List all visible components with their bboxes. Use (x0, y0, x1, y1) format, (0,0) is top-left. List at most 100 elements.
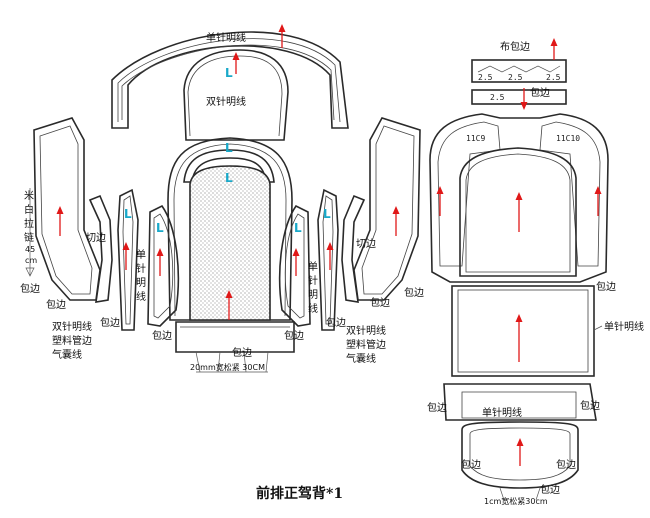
left-single-stitch-vertical: 单 针 明 线 (136, 249, 146, 303)
center-back-dotted-panel (189, 165, 271, 321)
center-back-bottom-strip (175, 321, 295, 373)
cloth-binding-label: 布包边 (500, 40, 530, 53)
center-back-grain-arrow (225, 290, 233, 320)
rear-upper-frame-piece (429, 113, 609, 283)
center-back-frame-piece (167, 137, 293, 321)
left-inner-l-mark: L (156, 221, 164, 235)
left-outer-edge-label: 包边 (20, 282, 40, 295)
rear-lower-stitch-label: 单针明线 (482, 406, 522, 419)
left-narrow-l-mark: L (124, 207, 132, 221)
right-narrow-l-mark: L (323, 207, 331, 221)
left-narrow-grain-arrow (122, 242, 130, 270)
right-narrow-grain-arrow (326, 242, 334, 270)
svg-text:米: 米 (24, 189, 34, 202)
svg-text:单: 单 (136, 249, 146, 261)
svg-text:针: 针 (308, 274, 318, 287)
strip-dimension-d: 2.5 (490, 93, 505, 102)
rear-middle-panel (451, 285, 595, 377)
diagram-title: 前排正驾背*1 (256, 485, 343, 502)
right-middle-cut-label: 切边 (356, 238, 376, 250)
svg-text:气囊线: 气囊线 (52, 348, 82, 361)
strip-dimension-a: 2.5 (478, 73, 493, 82)
rear-bottom-edge-label-bottom: 包边 (540, 483, 560, 496)
rear-lower-edge-label-right: 包边 (580, 399, 600, 412)
svg-text:白: 白 (24, 203, 34, 216)
center-back-l-mark: L (225, 171, 233, 185)
right-outer-side-piece (353, 117, 421, 301)
strip-edge-label: 包边 (530, 86, 550, 99)
rear-upper-center-panel (459, 147, 577, 277)
right-outer-grain-arrow (392, 206, 400, 236)
center-back-elastic-note: 20mm宽松紧 30CM (190, 362, 265, 372)
strip-dimension-c: 2.5 (546, 73, 561, 82)
left-inner-side-piece (147, 204, 180, 327)
right-outer-edge-label: 包边 (404, 286, 424, 299)
left-outer-edge-label-2: 包边 (46, 298, 66, 311)
head-panel-l-mark: L (225, 66, 233, 80)
right-inner-grain-arrow (292, 248, 300, 276)
center-back-top-strip (183, 149, 275, 183)
left-narrow-piece (117, 188, 139, 331)
center-back-l-mark-top: L (225, 141, 233, 155)
svg-text:线: 线 (308, 302, 318, 315)
top-arch-stitch-label: 单针明线 (206, 31, 246, 44)
svg-text:链: 链 (24, 231, 34, 244)
head-panel-grain-arrow (232, 52, 240, 74)
rear-bottom-pocket (461, 421, 579, 501)
right-stitch-list: 双针明线 塑料管边 气囊线 (346, 324, 386, 365)
rear-right-grain-arrow (594, 186, 602, 216)
right-single-stitch-vertical: 单 针 明 线 (308, 261, 318, 315)
center-back-edge-label-right: 包边 (284, 329, 304, 342)
left-middle-edge-label: 包边 (100, 316, 120, 329)
center-back-edge-label-left: 包边 (152, 329, 172, 342)
rear-middle-stitch-leader (593, 325, 603, 331)
svg-text:塑料管边: 塑料管边 (52, 334, 92, 347)
rear-bottom-grain-arrow (516, 438, 524, 466)
svg-text:线: 线 (136, 290, 146, 303)
svg-text:明: 明 (308, 289, 318, 301)
rear-lower-band (443, 383, 597, 421)
rear-upper-edge-label: 包边 (596, 280, 616, 293)
right-middle-edge-label: 包边 (370, 296, 390, 309)
cloth-binding-strip-bottom (471, 89, 567, 105)
svg-text:塑料管边: 塑料管边 (346, 338, 386, 351)
strip-grain-arrow-up (550, 38, 558, 60)
piece-label-c9: 11C9 (466, 134, 485, 143)
rear-upper-grain-arrow (515, 192, 523, 232)
svg-text:拉: 拉 (24, 217, 34, 230)
left-stitch-list: 双针明线 塑料管边 气囊线 (52, 320, 92, 361)
svg-text:双针明线: 双针明线 (52, 320, 92, 333)
strip-grain-arrow-down (520, 88, 528, 110)
strip-dimension-b: 2.5 (508, 73, 523, 82)
left-middle-cut-label: 切边 (86, 232, 106, 244)
rear-bottom-elastic-note: 1cm宽松紧30cm (484, 496, 548, 506)
svg-text:明: 明 (136, 277, 146, 289)
piece-label-c10: 11C10 (556, 134, 580, 143)
svg-text:单: 单 (308, 261, 318, 273)
left-outer-side-piece (33, 117, 101, 301)
svg-text:双针明线: 双针明线 (346, 324, 386, 337)
top-arch-band-piece (111, 31, 349, 129)
rear-bottom-edge-label-right: 包边 (556, 458, 576, 471)
right-inner-side-piece (278, 204, 311, 327)
right-narrow-edge-label: 包边 (326, 316, 346, 329)
head-panel-piece (183, 49, 289, 141)
left-outer-grain-arrow (56, 206, 64, 236)
left-middle-strip-piece (88, 194, 113, 303)
svg-text:气囊线: 气囊线 (346, 352, 376, 365)
rear-middle-stitch-label: 单针明线 (604, 320, 644, 333)
center-back-edge-label-bottom: 包边 (232, 346, 252, 359)
cloth-binding-strip-top (471, 59, 567, 83)
rear-upper-left-section (437, 121, 501, 267)
rear-bottom-edge-label-left: 包边 (461, 458, 481, 471)
right-narrow-piece (317, 188, 339, 331)
right-inner-l-mark: L (294, 221, 302, 235)
left-zipper-note: 米 白 拉 链 45 cm (24, 188, 37, 277)
rear-middle-grain-arrow (515, 314, 523, 362)
svg-text:针: 针 (136, 262, 146, 275)
svg-text:cm: cm (25, 256, 37, 265)
rear-lower-edge-label-left: 包边 (427, 401, 447, 414)
rear-left-grain-arrow (436, 186, 444, 216)
rear-upper-right-section (539, 121, 601, 267)
